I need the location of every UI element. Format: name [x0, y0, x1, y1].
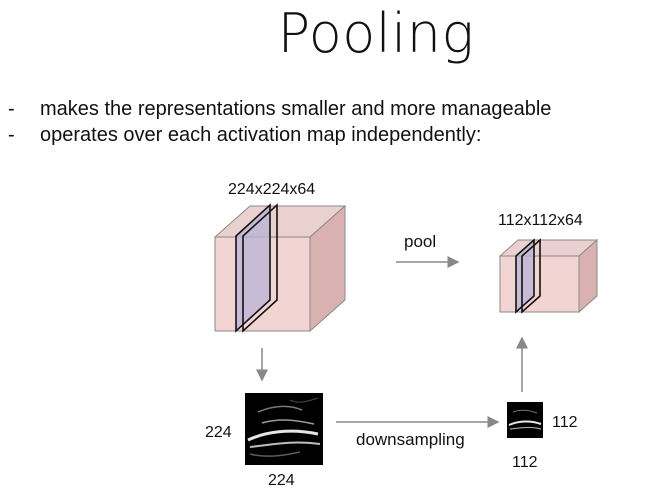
output-map-height-label: 112 — [552, 414, 578, 432]
input-activation-map — [245, 393, 323, 465]
output-map-width-label: 112 — [512, 454, 538, 472]
input-map-height-label: 224 — [205, 424, 232, 442]
output-volume-label: 112x112x64 — [498, 212, 583, 230]
output-volume — [500, 240, 597, 312]
input-map-width-label: 224 — [268, 472, 295, 490]
input-volume-label: 224x224x64 — [228, 181, 315, 199]
input-volume — [215, 205, 345, 331]
pool-label: pool — [404, 232, 436, 252]
downsampling-label: downsampling — [356, 430, 465, 450]
output-activation-map — [507, 402, 543, 438]
